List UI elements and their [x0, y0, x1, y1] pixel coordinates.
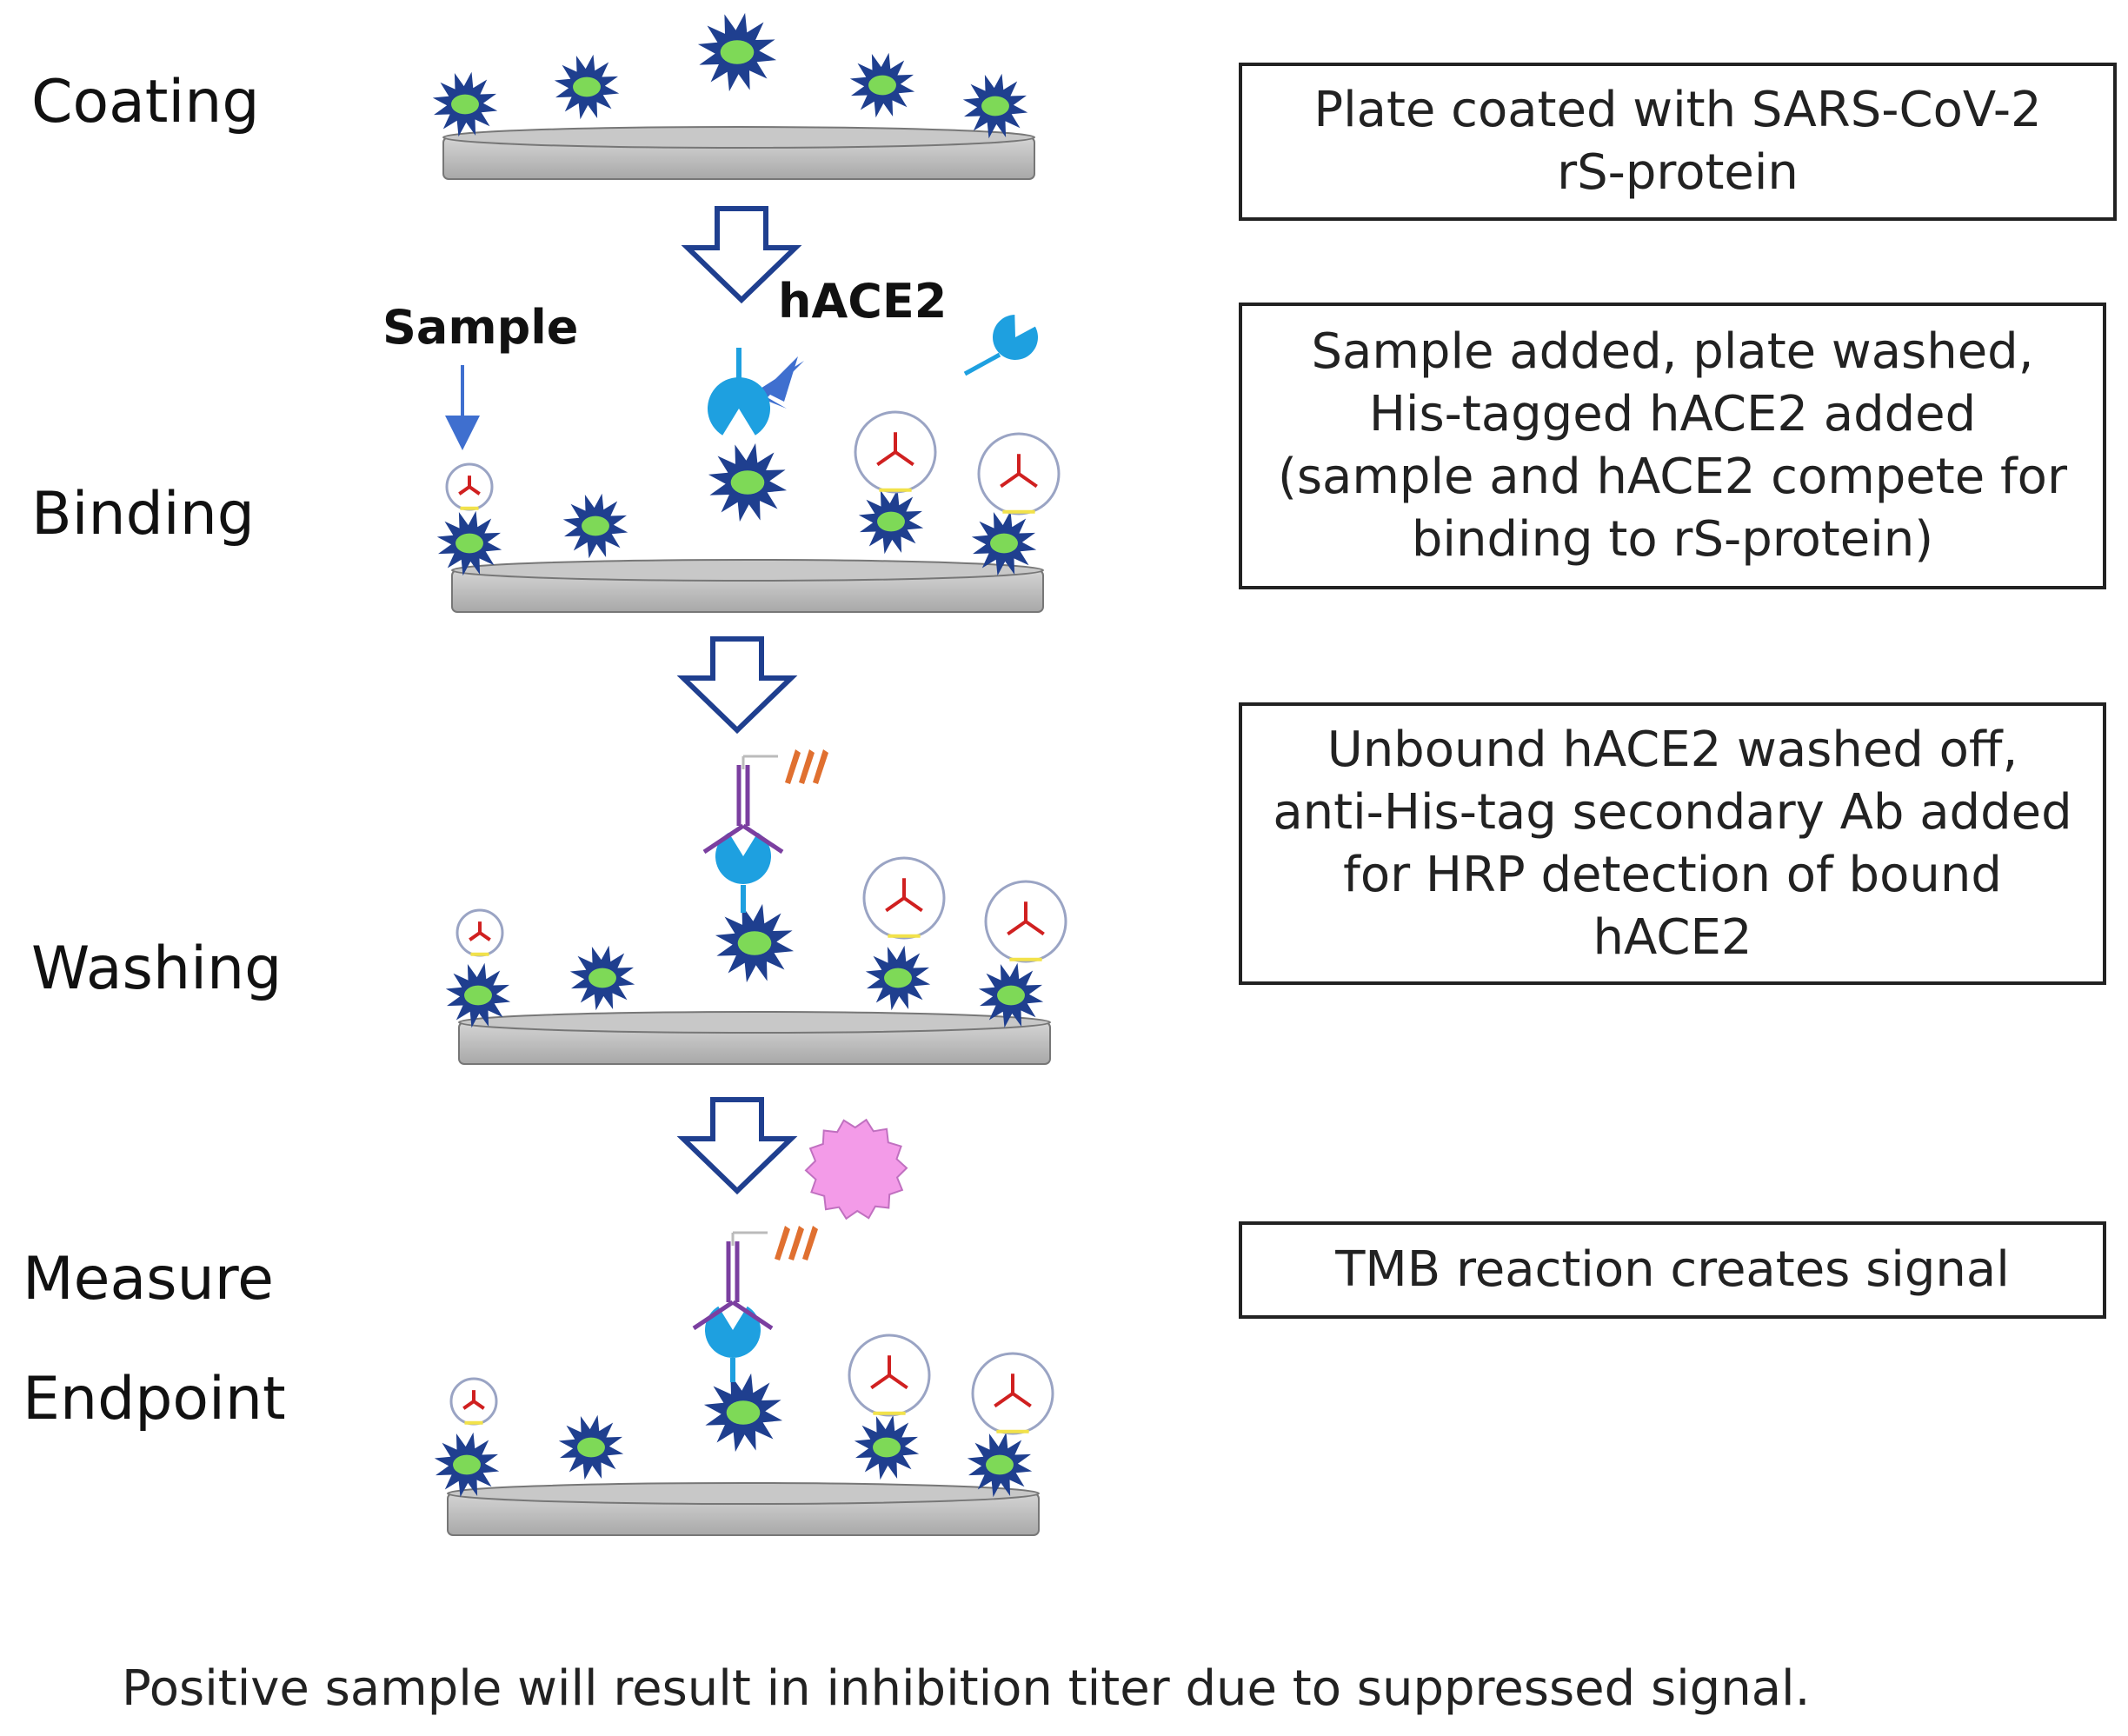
hace2-receptor [704, 1306, 761, 1358]
spike-protein [849, 52, 915, 118]
step-label-coating: Coating [31, 68, 260, 136]
down-arrow-icon [676, 1097, 798, 1195]
sample-antibody [456, 908, 504, 957]
sample-antibody [449, 1377, 498, 1426]
spike-protein [562, 493, 628, 559]
coating-description-line: rS-protein [1557, 144, 1799, 201]
spike-protein [554, 54, 620, 120]
hace2-receptor [715, 832, 771, 884]
secondary-antibody [692, 1231, 774, 1331]
coating-description: Plate coated with SARS-CoV-2 rS-protein [1239, 63, 2117, 221]
spike-protein [854, 1414, 920, 1480]
down-arrow-icon [681, 206, 802, 304]
spike-protein [865, 945, 931, 1011]
binding-description-line: Sample added, plate washed, [1311, 323, 2034, 380]
spike-protein [967, 1432, 1033, 1498]
washing-description-line: Unbound hACE2 washed off, [1327, 721, 2018, 778]
hrp-enzyme [785, 749, 828, 784]
spike-protein [569, 945, 635, 1011]
step-label-washing: Washing [31, 935, 283, 1003]
sample-antibody [971, 1352, 1054, 1435]
plate [458, 1011, 1051, 1065]
hace2-receptor [708, 376, 770, 436]
measure-description-line: TMB reaction creates signal [1335, 1241, 2010, 1298]
washing-description: Unbound hACE2 washed off, anti-His-tag s… [1239, 702, 2106, 985]
sample-antibody [445, 462, 494, 511]
spike-protein [436, 510, 502, 576]
binding-description-line: (sample and hACE2 compete for [1278, 449, 2067, 505]
hace2-label: hACE2 [778, 274, 948, 329]
sample-antibody [984, 880, 1067, 963]
coating-description-line: Plate coated with SARS-CoV-2 [1313, 82, 2042, 138]
step-label-measure: Measure [23, 1245, 274, 1314]
spike-protein [445, 962, 511, 1028]
step-label-binding: Binding [31, 480, 255, 549]
footer-note: Positive sample will result in inhibitio… [122, 1660, 1811, 1717]
down-arrow-icon [676, 636, 798, 735]
sample-antibody [862, 856, 946, 940]
spike-protein [971, 510, 1037, 576]
step-label-endpoint: Endpoint [23, 1365, 286, 1433]
binding-description: Sample added, plate washed, His-tagged h… [1239, 303, 2106, 589]
washing-description-line: anti-His-tag secondary Ab added [1273, 783, 2072, 841]
binding-description-line: binding to rS-protein) [1411, 511, 1934, 568]
plate [451, 559, 1044, 613]
sample-pointer-icon [445, 416, 480, 450]
sample-antibody [854, 410, 937, 494]
measure-description: TMB reaction creates signal [1239, 1221, 2106, 1319]
secondary-antibody [702, 755, 784, 855]
spike-protein [708, 442, 788, 522]
spike-protein [858, 489, 924, 555]
plate [442, 126, 1035, 180]
spike-protein [703, 1373, 783, 1453]
plate [447, 1482, 1040, 1536]
washing-description-line: for HRP detection of bound [1343, 846, 2002, 903]
spike-protein [432, 71, 498, 137]
spike-protein [697, 12, 777, 92]
sample-label: Sample [382, 300, 579, 355]
sample-antibody [977, 432, 1061, 515]
signal-burst [804, 1118, 908, 1221]
hace2-receptor [993, 315, 1038, 360]
spike-protein [978, 962, 1044, 1028]
spike-protein [558, 1414, 624, 1480]
sample-antibody [848, 1334, 931, 1417]
spike-protein [962, 73, 1028, 139]
hrp-enzyme [775, 1226, 818, 1260]
washing-description-line: hACE2 [1593, 908, 1752, 966]
spike-protein [434, 1432, 500, 1498]
spike-protein [715, 903, 795, 983]
binding-description-line: His-tagged hACE2 added [1368, 386, 1977, 442]
